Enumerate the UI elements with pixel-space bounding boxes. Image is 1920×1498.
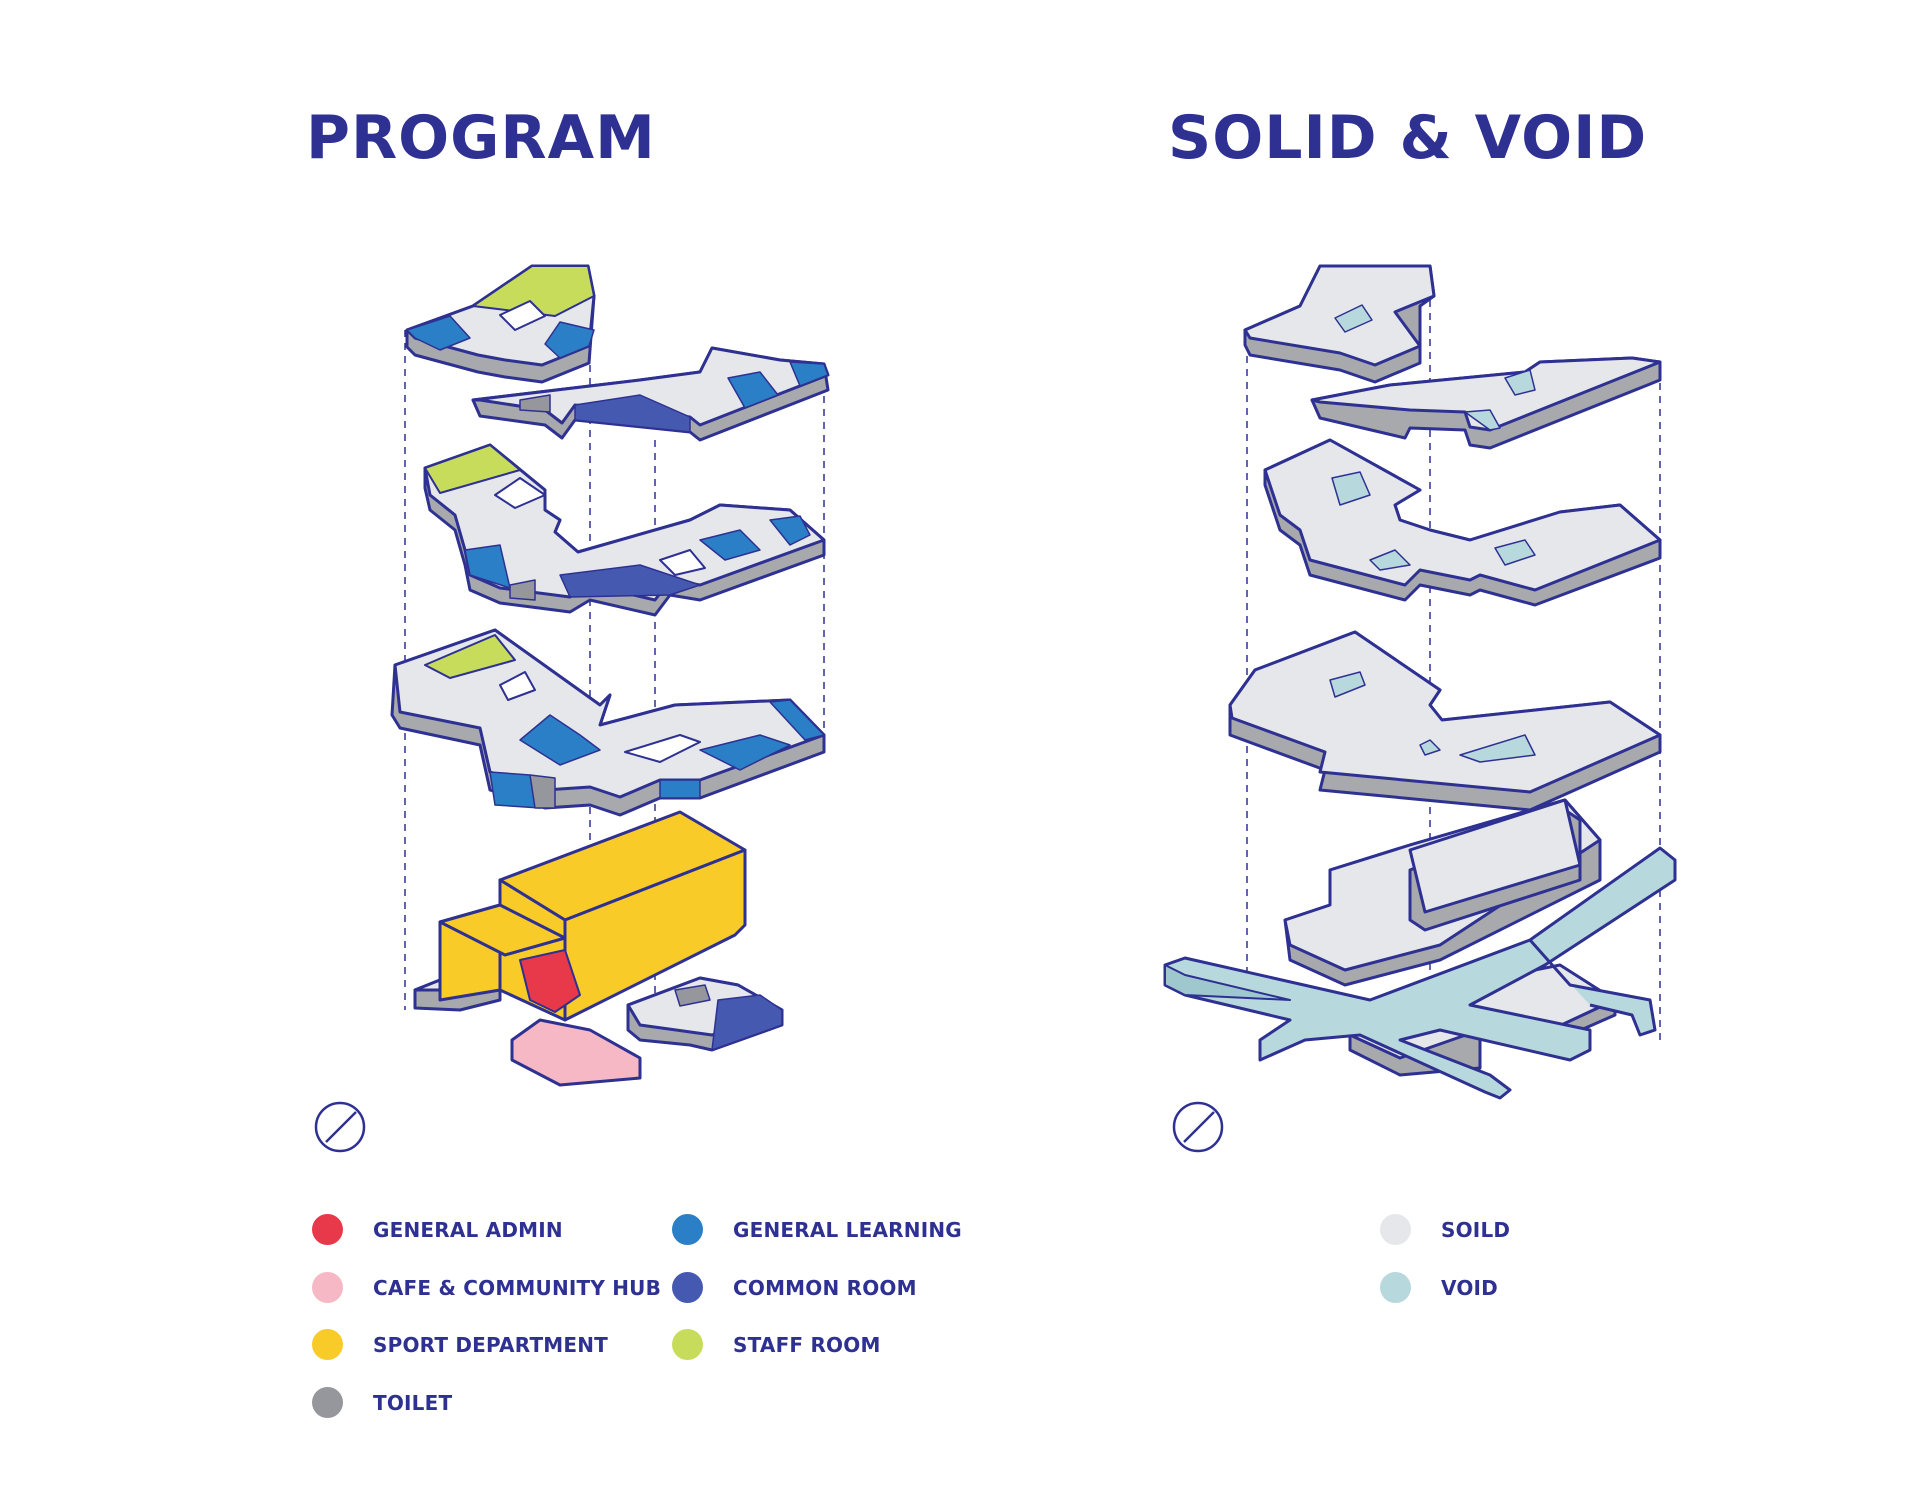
general-admin-swatch [312,1214,343,1245]
solid-void-level-4 [1243,264,1662,450]
legend-item-solid: SOILD [1380,1214,1510,1245]
cafe-community-hub-swatch [312,1272,343,1303]
program-north-arrow-icon [314,1101,366,1153]
legend-item-common-room: COMMON ROOM [672,1272,917,1303]
legend-label: GENERAL LEARNING [733,1217,962,1242]
legend-item-cafe-community-hub: CAFE & COMMUNITY HUB [312,1272,661,1303]
solid-void-level-3 [1263,438,1662,607]
program-title: PROGRAM [306,103,656,173]
legend-label: STAFF ROOM [733,1332,881,1357]
legend-item-staff-room: STAFF ROOM [672,1329,881,1360]
legend-item-general-admin: GENERAL ADMIN [312,1214,563,1245]
staff-room-swatch [672,1329,703,1360]
legend-label: CAFE & COMMUNITY HUB [373,1275,662,1300]
general-learning-swatch [672,1214,703,1245]
legend-label: SOILD [1441,1217,1511,1242]
legend-item-void: VOID [1380,1272,1498,1303]
solid-void-level-1 [1163,798,1677,1100]
void-swatch [1380,1272,1411,1303]
program-level-1 [413,810,784,1087]
solid-void-level-2 [1228,630,1662,812]
legend-item-toilet: TOILET [312,1387,452,1418]
program-axonometric-diagram [314,264,830,1153]
solid-void-north-arrow-icon [1172,1101,1224,1153]
toilet-swatch [312,1387,343,1418]
legend-label: VOID [1441,1275,1498,1300]
common-room-swatch [672,1272,703,1303]
legend-label: SPORT DEPARTMENT [373,1332,609,1357]
program-level-3 [423,443,826,617]
solid-void-title: SOLID & VOID [1168,103,1648,173]
program-level-4 [405,264,830,442]
sport-department-swatch [312,1329,343,1360]
legend-item-general-learning: GENERAL LEARNING [672,1214,962,1245]
solid-swatch [1380,1214,1411,1245]
legend-item-sport-department: SPORT DEPARTMENT [312,1329,608,1360]
program-level-2 [390,628,826,817]
legend-label: GENERAL ADMIN [373,1217,563,1242]
legend-label: COMMON ROOM [733,1275,917,1300]
legend-label: TOILET [373,1390,453,1415]
solid-void-guide-lines [1246,300,1661,1040]
